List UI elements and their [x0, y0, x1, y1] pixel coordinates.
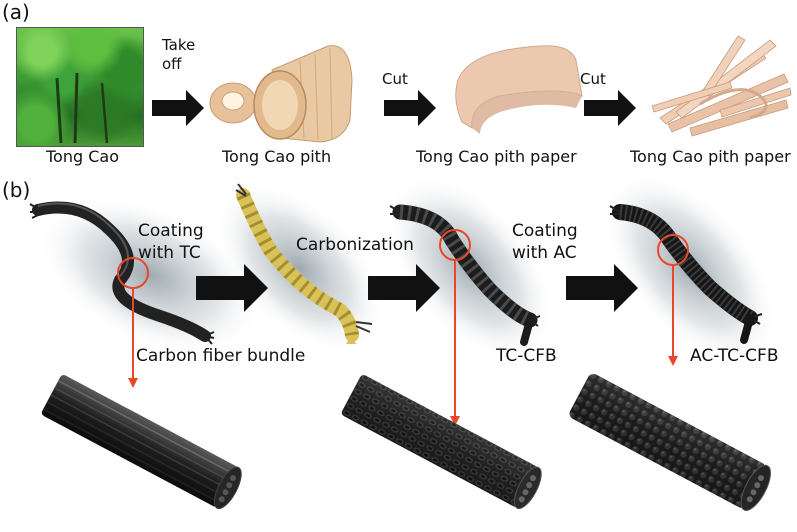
panel-b-label: (b): [2, 178, 31, 202]
panel-a-label: (a): [2, 0, 30, 24]
arrow-icon: [152, 90, 204, 126]
step-coating-with-tc: Coating with TC: [138, 221, 204, 263]
caption-tong-cao-pith: Tong Cao pith: [222, 147, 332, 166]
tc-cfb-rod-icon: [341, 375, 542, 510]
pith-paper-strips-icon: [651, 35, 792, 137]
label-ac-tc-cfb: AC-TC-CFB: [690, 346, 779, 366]
pith-cylinder-icon: [253, 45, 353, 143]
label-carbon-fiber-bundle: Carbon fiber bundle: [136, 346, 306, 366]
step-cut-1: Cut: [382, 70, 408, 88]
plain-fiber-rod-icon: [41, 375, 242, 510]
arrow-icon: [384, 90, 436, 126]
caption-tong-cao-pith-paper-strips: Tong Cao pith paper: [630, 147, 791, 166]
caption-tong-cao-pith-paper: Tong Cao pith paper: [416, 147, 577, 166]
ac-tc-cfb-rod-icon: [569, 373, 772, 511]
arrow-icon: [566, 264, 638, 312]
label-tc-cfb: TC-CFB: [496, 346, 557, 366]
step-take-off: Take off: [162, 36, 196, 73]
caption-tong-cao: Tong Cao: [46, 147, 119, 166]
step-cut-2: Cut: [580, 70, 606, 88]
ac-tc-cfb-bundle-icon: [609, 204, 763, 344]
arrow-icon: [368, 264, 440, 312]
tc-coated-bundle-icon: [235, 183, 373, 344]
arrow-icon: [196, 264, 268, 312]
pith-paper-sheet-icon: [455, 45, 583, 134]
arrow-icon: [584, 90, 636, 126]
tc-cfb-bundle-icon: [389, 204, 541, 346]
step-carbonization: Carbonization: [296, 235, 414, 255]
pith-slice-icon: [209, 82, 257, 124]
tong-cao-plant-image: [16, 27, 144, 147]
step-coating-with-ac: Coating with AC: [512, 221, 578, 263]
